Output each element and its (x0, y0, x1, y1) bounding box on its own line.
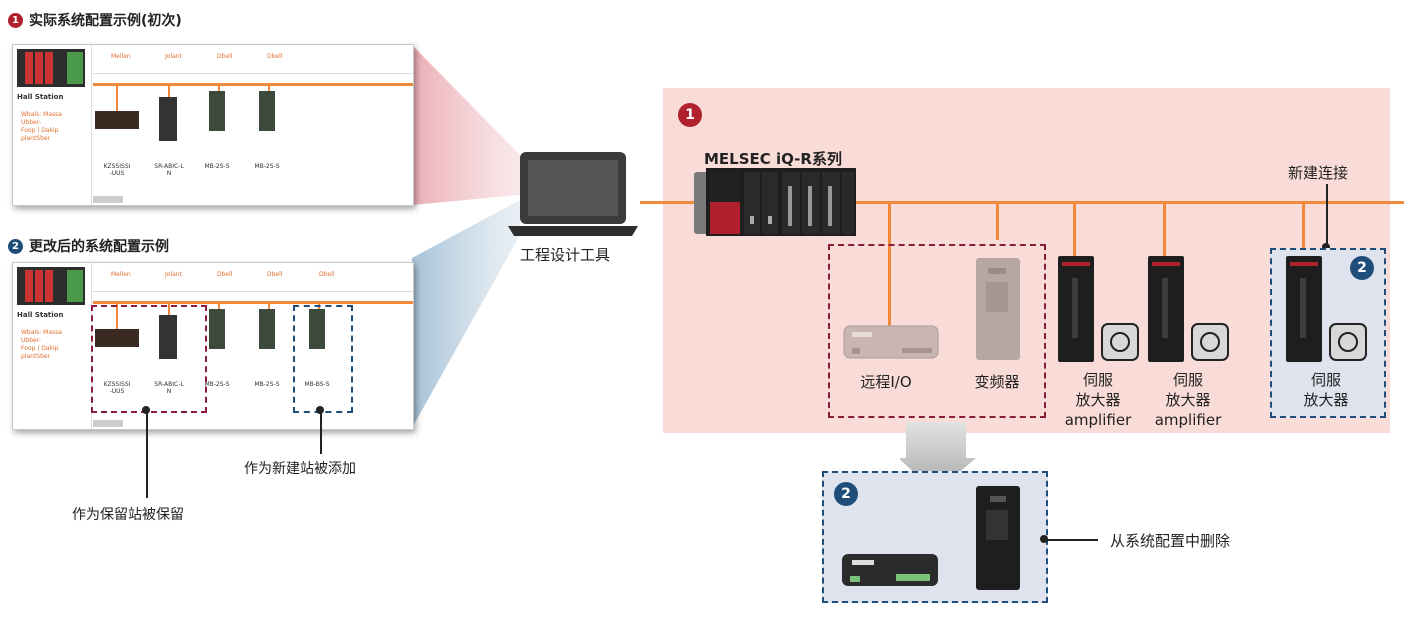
device-name: KZSSISSI -UUS (103, 163, 131, 177)
bus-line (640, 201, 666, 204)
inverter-label: 变频器 (974, 373, 1020, 391)
inverter-thumb (159, 315, 177, 359)
badge-1: 1 (8, 12, 23, 28)
new-station-label-line2: 放大器 (1303, 391, 1349, 409)
drop-servo2 (1163, 204, 1166, 256)
badge-new-station: 2 (1350, 256, 1374, 280)
removed-annotation: 从系统配置中删除 (1110, 532, 1231, 550)
servo1-label-line1: 伺服 (1082, 371, 1113, 389)
servo-thumb (259, 309, 275, 349)
kept-pointer-line (146, 410, 148, 498)
device-name: SR-ABIC-L N (154, 381, 184, 395)
device-name: MB-2S-S (204, 163, 230, 170)
inverter-device (976, 258, 1020, 360)
device-name: MB-2S-S (204, 381, 230, 388)
inverter-device (976, 486, 1020, 590)
servo-thumb (209, 309, 225, 349)
side-title: Hall Station (17, 311, 64, 319)
added-station-box (293, 305, 353, 413)
badge-removed: 2 (834, 482, 858, 506)
network-bus (93, 301, 413, 304)
remote-io-label: 远程I/O (860, 373, 912, 391)
removed-pointer-line (1046, 539, 1098, 541)
new-station-label-line1: 伺服 (1310, 371, 1341, 389)
drop-servo3 (1302, 204, 1305, 256)
top-label: Dbell (319, 271, 335, 278)
top-label: Dbell (217, 271, 233, 278)
top-label: Dbell (217, 53, 233, 60)
remote-io-device (842, 554, 938, 586)
device-name: MB-2S-S (254, 163, 280, 170)
drop-servo1 (1073, 204, 1076, 256)
servo-thumb (309, 309, 325, 349)
config-screenshot-changed: Hall Station Wbals: Massa Ubber- Foop | … (12, 262, 414, 430)
servo2-label-line3: amplifier (1154, 411, 1222, 429)
network-bus (663, 201, 1404, 204)
device-name: KZSSISSI -UUS (103, 381, 131, 395)
added-annotation: 作为新建站被添加 (244, 461, 356, 477)
kept-stations-box (91, 305, 207, 413)
servo-amplifier-device (1148, 256, 1229, 362)
servo-thumb (209, 91, 225, 131)
laptop-icon (508, 152, 638, 236)
config-screenshot-actual: Hall Station Wbals: Massa Ubber- Foop | … (12, 44, 414, 206)
scrollbar[interactable] (93, 196, 123, 203)
remote-io-thumb (95, 111, 139, 129)
heading-changed: 2 更改后的系统配置示例 (8, 236, 169, 256)
added-pointer-line (320, 410, 322, 454)
kept-annotation: 作为保留站被保留 (72, 507, 184, 523)
new-connection-label: 新建连接 (1288, 164, 1349, 182)
servo-amplifier-device (1286, 256, 1367, 362)
top-label: Dbell (267, 53, 283, 60)
plc-label: MELSEC iQ-R系列 (704, 150, 842, 168)
heading-actual-text: 实际系统配置示例(初次) (29, 13, 182, 29)
inverter-thumb (159, 97, 177, 141)
top-label: Jolant (165, 271, 182, 278)
laptop-label: 工程设计工具 (520, 246, 611, 264)
rack-thumbnail (17, 49, 85, 87)
top-label: Dbell (267, 271, 283, 278)
drop-inverter (996, 204, 999, 240)
device-name: SR-ABIC-L N (154, 163, 184, 177)
top-label: Mellen (111, 53, 131, 60)
new-connection-pointer (1326, 184, 1328, 246)
servo2-label-line2: 放大器 (1165, 391, 1211, 409)
plc-rack (694, 168, 856, 236)
badge-config: 1 (678, 103, 702, 127)
device-name: MB-BS-S (304, 381, 330, 388)
heading-changed-text: 更改后的系统配置示例 (29, 239, 169, 255)
heading-actual: 1 实际系统配置示例(初次) (8, 10, 182, 30)
servo1-label-line2: 放大器 (1075, 391, 1121, 409)
scrollbar[interactable] (93, 420, 123, 427)
servo2-label-line1: 伺服 (1172, 371, 1203, 389)
side-title: Hall Station (17, 93, 64, 101)
remote-io-thumb (95, 329, 139, 347)
side-text: Wbals: Massa Ubber- Foop | Dakip plantSb… (21, 111, 62, 142)
servo-thumb (259, 91, 275, 131)
system-config-area (663, 88, 1390, 433)
kept-stations-box (828, 244, 1046, 418)
top-label: Jolant (165, 53, 182, 60)
drop-remote-io (888, 204, 891, 332)
servo-amplifier-device (1058, 256, 1139, 362)
top-label: Mellen (111, 271, 131, 278)
side-text: Wbals: Massa Ubber- Foop | Dakip plantSb… (21, 329, 62, 360)
network-bus (93, 83, 413, 86)
rack-thumbnail (17, 267, 85, 305)
device-name: MB-2S-S (254, 381, 280, 388)
remote-io-device (843, 325, 939, 359)
badge-2: 2 (8, 238, 23, 254)
servo1-label-line3: amplifier (1064, 411, 1132, 429)
